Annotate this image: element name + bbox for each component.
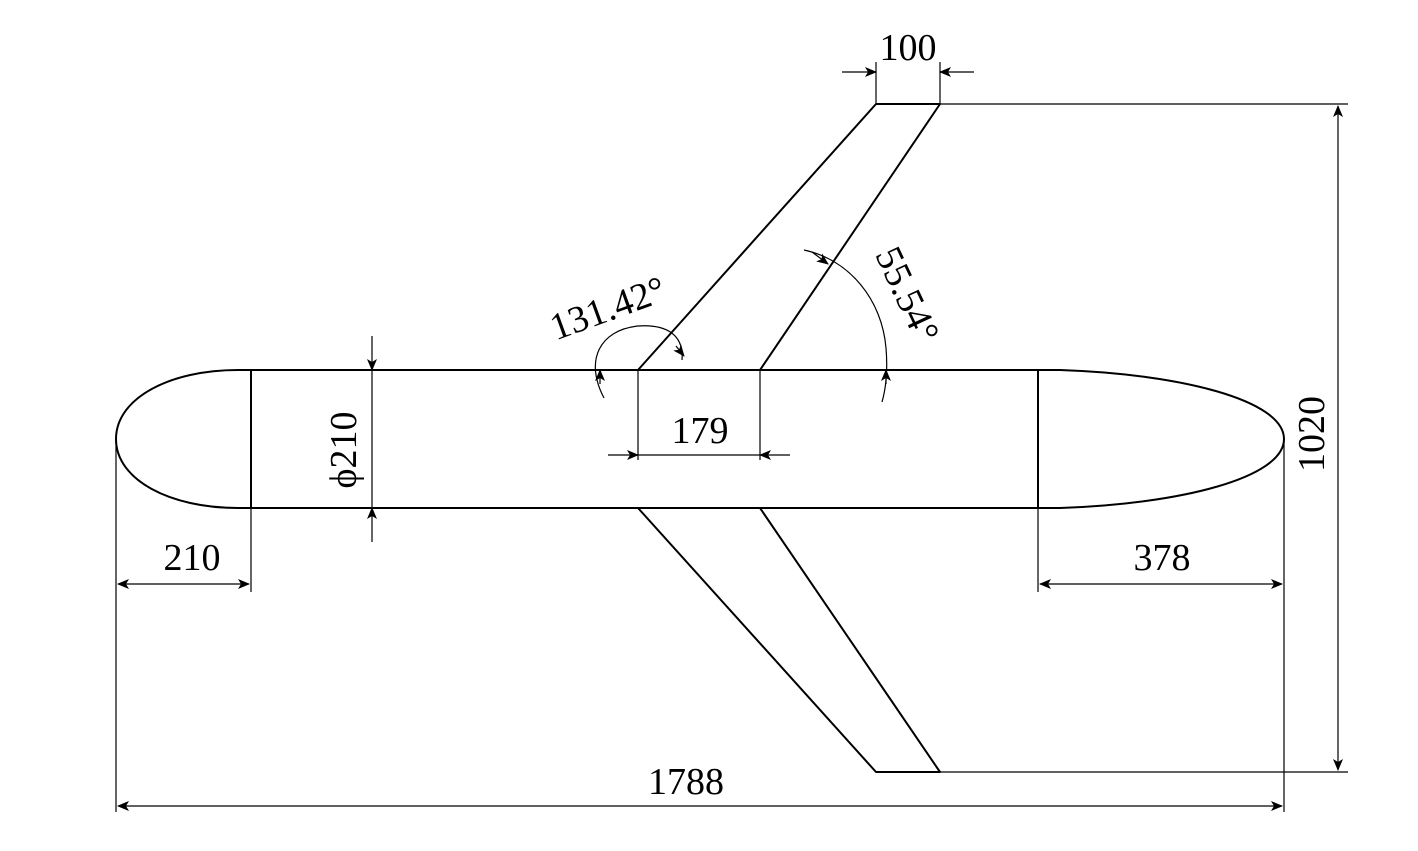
dim-label-root-chord: 179: [672, 410, 729, 452]
dim-label-te-angle: 55.54°: [867, 240, 948, 349]
dimension-arrow: [673, 344, 685, 357]
lower-wing: [637, 507, 941, 773]
dim-tail-length: 378: [1037, 439, 1285, 812]
dim-tip-chord: 100: [842, 27, 974, 104]
angle-arc: [803, 249, 888, 403]
lower-wing-outline: [637, 507, 941, 773]
dim-label-span: 1020: [1291, 396, 1333, 472]
dimension-arrow: [811, 251, 829, 265]
dim-label-tail-length: 378: [1134, 537, 1191, 579]
dim-body-diameter: ϕ210: [323, 336, 377, 542]
upper-wing-outline: [637, 103, 941, 371]
dim-span: 1020: [940, 103, 1348, 773]
dim-trailing-edge-angle: 55.54°: [803, 240, 948, 403]
dim-label-le-angle: 131.42°: [544, 269, 671, 349]
tail-cone: [1059, 369, 1285, 509]
dim-label-nose-length: 210: [164, 537, 221, 579]
dim-overall-length: 1788: [117, 761, 1283, 811]
dim-label-diameter: ϕ210: [323, 411, 365, 488]
upper-wing: [637, 103, 941, 371]
dim-label-tip-chord: 100: [880, 27, 937, 69]
dim-label-overall-length: 1788: [648, 761, 724, 803]
diameter-symbol: ϕ: [323, 468, 365, 488]
dim-root-chord: 179: [608, 370, 790, 460]
diameter-value: 210: [323, 411, 365, 468]
dim-nose-length: 210: [115, 439, 252, 812]
dim-leading-edge-angle: 131.42°: [544, 269, 685, 399]
nose-cone: [115, 369, 239, 509]
